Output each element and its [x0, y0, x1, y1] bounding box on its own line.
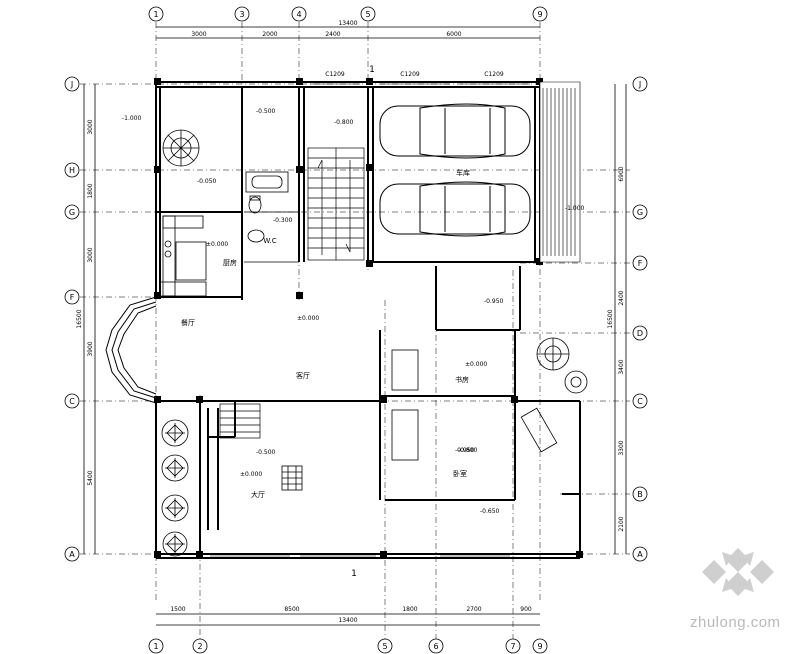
room-label-bedroom: 卧室 [453, 469, 467, 478]
elevation-label: -1.000 [122, 115, 142, 122]
grid-right-label: J [638, 80, 641, 89]
dim-total-top: 13400 [338, 20, 357, 27]
grid-top-label: 3 [239, 10, 244, 19]
elevation-label: -0.950 [455, 447, 475, 454]
grid-left-label: F [70, 293, 75, 302]
dim-bottom: 1800 [402, 606, 417, 613]
dim-right: 2100 [618, 516, 625, 531]
dim-right: 3300 [618, 440, 625, 455]
grid-bottom-label: 7 [510, 642, 515, 651]
grid-right-label: F [638, 259, 643, 268]
window-tag: C1209 [484, 71, 504, 78]
elevation-label: -0.300 [273, 217, 293, 224]
grid-top-label: 1 [153, 10, 158, 19]
dim-top: 3000 [191, 31, 206, 38]
room-label-kitchen: 厨房 [223, 258, 237, 267]
grid-bottom-label: 9 [537, 642, 542, 651]
grid-left-label: C [69, 397, 75, 406]
dimension-lines [83, 26, 627, 626]
grid-bottom-label: 6 [433, 642, 438, 651]
elevation-label: ±0.000 [240, 471, 262, 478]
grid-right-label: A [637, 550, 643, 559]
table-icon [391, 349, 558, 461]
dim-left-total: 16500 [76, 309, 83, 328]
elevation-label: -1.000 [565, 205, 585, 212]
room-label-living: 客厅 [296, 371, 310, 380]
dim-left: 3000 [87, 119, 94, 134]
grid-left-label: H [69, 166, 75, 175]
dim-left: 3000 [87, 247, 94, 262]
room-label-garage: 车库 [456, 168, 470, 177]
grid-top-label: 9 [537, 10, 542, 19]
elevation-label: -0.800 [458, 447, 478, 454]
wc-fixtures [244, 171, 299, 263]
plant-icons [161, 129, 588, 557]
grid-left-label: A [69, 550, 75, 559]
grid-right-label: C [637, 397, 643, 406]
elevation-label: ±0.000 [465, 361, 487, 368]
kitchen-counters [159, 215, 207, 297]
section-mark: 1 [369, 65, 375, 75]
elevation-label: -0.950 [484, 298, 504, 305]
grid-top-label: 4 [296, 10, 301, 19]
elevation-label: ±0.000 [206, 241, 228, 248]
dim-left: 1800 [87, 183, 94, 198]
grid-right-label: B [637, 490, 643, 499]
window-tag: C1209 [325, 71, 345, 78]
grid-left-label: G [69, 208, 75, 217]
section-mark: 1 [351, 569, 357, 579]
windows [210, 83, 530, 557]
elevation-label: ±0.000 [297, 315, 319, 322]
dim-bottom: 2700 [466, 606, 481, 613]
dim-left: 3900 [87, 341, 94, 356]
grid-bottom-label: 2 [197, 642, 202, 651]
grid-top-label: 5 [365, 10, 370, 19]
bay-window [105, 296, 157, 404]
elevation-label: -0.650 [480, 508, 500, 515]
car-icon [379, 103, 531, 237]
garage-ramp [539, 81, 581, 263]
grid-bubbles [64, 6, 648, 654]
grid-right-label: G [637, 208, 643, 217]
dim-bottom: 900 [520, 606, 532, 613]
dim-left: 5400 [87, 470, 94, 485]
dim-right: 2400 [618, 290, 625, 305]
watermark-text: zhulong.com [690, 614, 781, 631]
dim-right: 3400 [618, 359, 625, 374]
elevation-label: -0.500 [256, 449, 276, 456]
entry-steps [219, 403, 261, 439]
staircase [307, 147, 365, 261]
dim-top: 2000 [262, 31, 277, 38]
walls [155, 81, 581, 559]
dim-bottom: 8500 [284, 606, 299, 613]
grid-left-label: J [70, 80, 73, 89]
elevation-label: -0.500 [256, 108, 276, 115]
dim-top: 2400 [325, 31, 340, 38]
grid-right-label: D [637, 329, 643, 338]
elevation-label: -0.800 [334, 119, 354, 126]
elevation-label: -0.050 [197, 178, 217, 185]
window-tag: C1209 [400, 71, 420, 78]
room-label-wc: W.C [263, 237, 276, 245]
room-label-study: 书房 [455, 375, 469, 384]
grid-bottom-label: 5 [382, 642, 387, 651]
dim-total-bottom: 13400 [338, 617, 357, 624]
dim-bottom: 1500 [170, 606, 185, 613]
grid-bottom-label: 1 [153, 642, 158, 651]
columns [154, 78, 583, 558]
dim-top: 6000 [446, 31, 461, 38]
room-label-hall: 大厅 [251, 490, 265, 499]
watermark-logo [702, 548, 774, 596]
room-label-dining: 餐厅 [181, 318, 195, 327]
floor-drain [281, 465, 303, 491]
dim-right: 6900 [618, 166, 625, 181]
dim-right-total: 16500 [607, 309, 614, 328]
